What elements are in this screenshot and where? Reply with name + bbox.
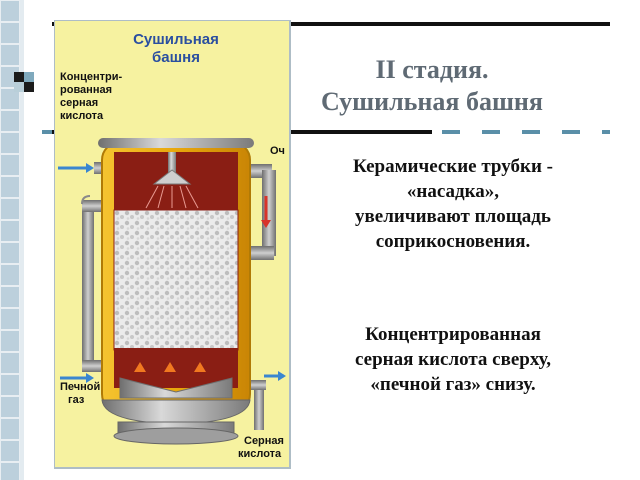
slide-title-line2: Сушильная башня bbox=[321, 87, 543, 116]
label-conc-acid-3: серная bbox=[60, 97, 98, 109]
slide-title-line1: II стадия. bbox=[375, 55, 489, 84]
text-block-flow-line2: серная кислота сверху, bbox=[354, 349, 551, 370]
text-block-packing: Керамические трубки - «насадка», увеличи… bbox=[310, 154, 596, 254]
title-bullet-icon bbox=[14, 72, 34, 92]
label-conc-acid-1: Концентри- bbox=[60, 71, 122, 83]
label-sulfuric-acid-1: Серная bbox=[244, 435, 284, 447]
label-kiln-gas-1: Печной bbox=[60, 381, 100, 393]
label-sulfuric-acid-2: кислота bbox=[238, 448, 282, 460]
text-block-flow-line1: Концентрированная bbox=[365, 324, 541, 345]
text-block-flow-line3: «печной газ» снизу. bbox=[370, 374, 536, 395]
text-block-packing-line4: соприкосновения. bbox=[375, 231, 531, 252]
label-top-right-cut: Оч bbox=[270, 145, 285, 157]
label-conc-acid-4: кислота bbox=[60, 110, 104, 122]
text-block-packing-line2: «насадка», bbox=[406, 181, 500, 202]
label-kiln-gas-2: газ bbox=[68, 394, 85, 406]
divider-top bbox=[52, 22, 610, 26]
text-block-flow: Концентрированная серная кислота сверху,… bbox=[310, 322, 596, 397]
text-block-packing-line3: увеличивают площадь bbox=[355, 206, 551, 227]
text-block-packing-line1: Керамические трубки - bbox=[353, 156, 553, 177]
label-conc-acid-2: рованная bbox=[60, 84, 112, 96]
diagram-heading-line2: башня bbox=[152, 49, 200, 66]
drying-tower-diagram: Сушильная башня Концентри- рованная серн… bbox=[54, 20, 291, 469]
diagram-heading-line1: Сушильная bbox=[133, 31, 219, 48]
slide-title: II стадия. Сушильная башня bbox=[292, 54, 572, 118]
